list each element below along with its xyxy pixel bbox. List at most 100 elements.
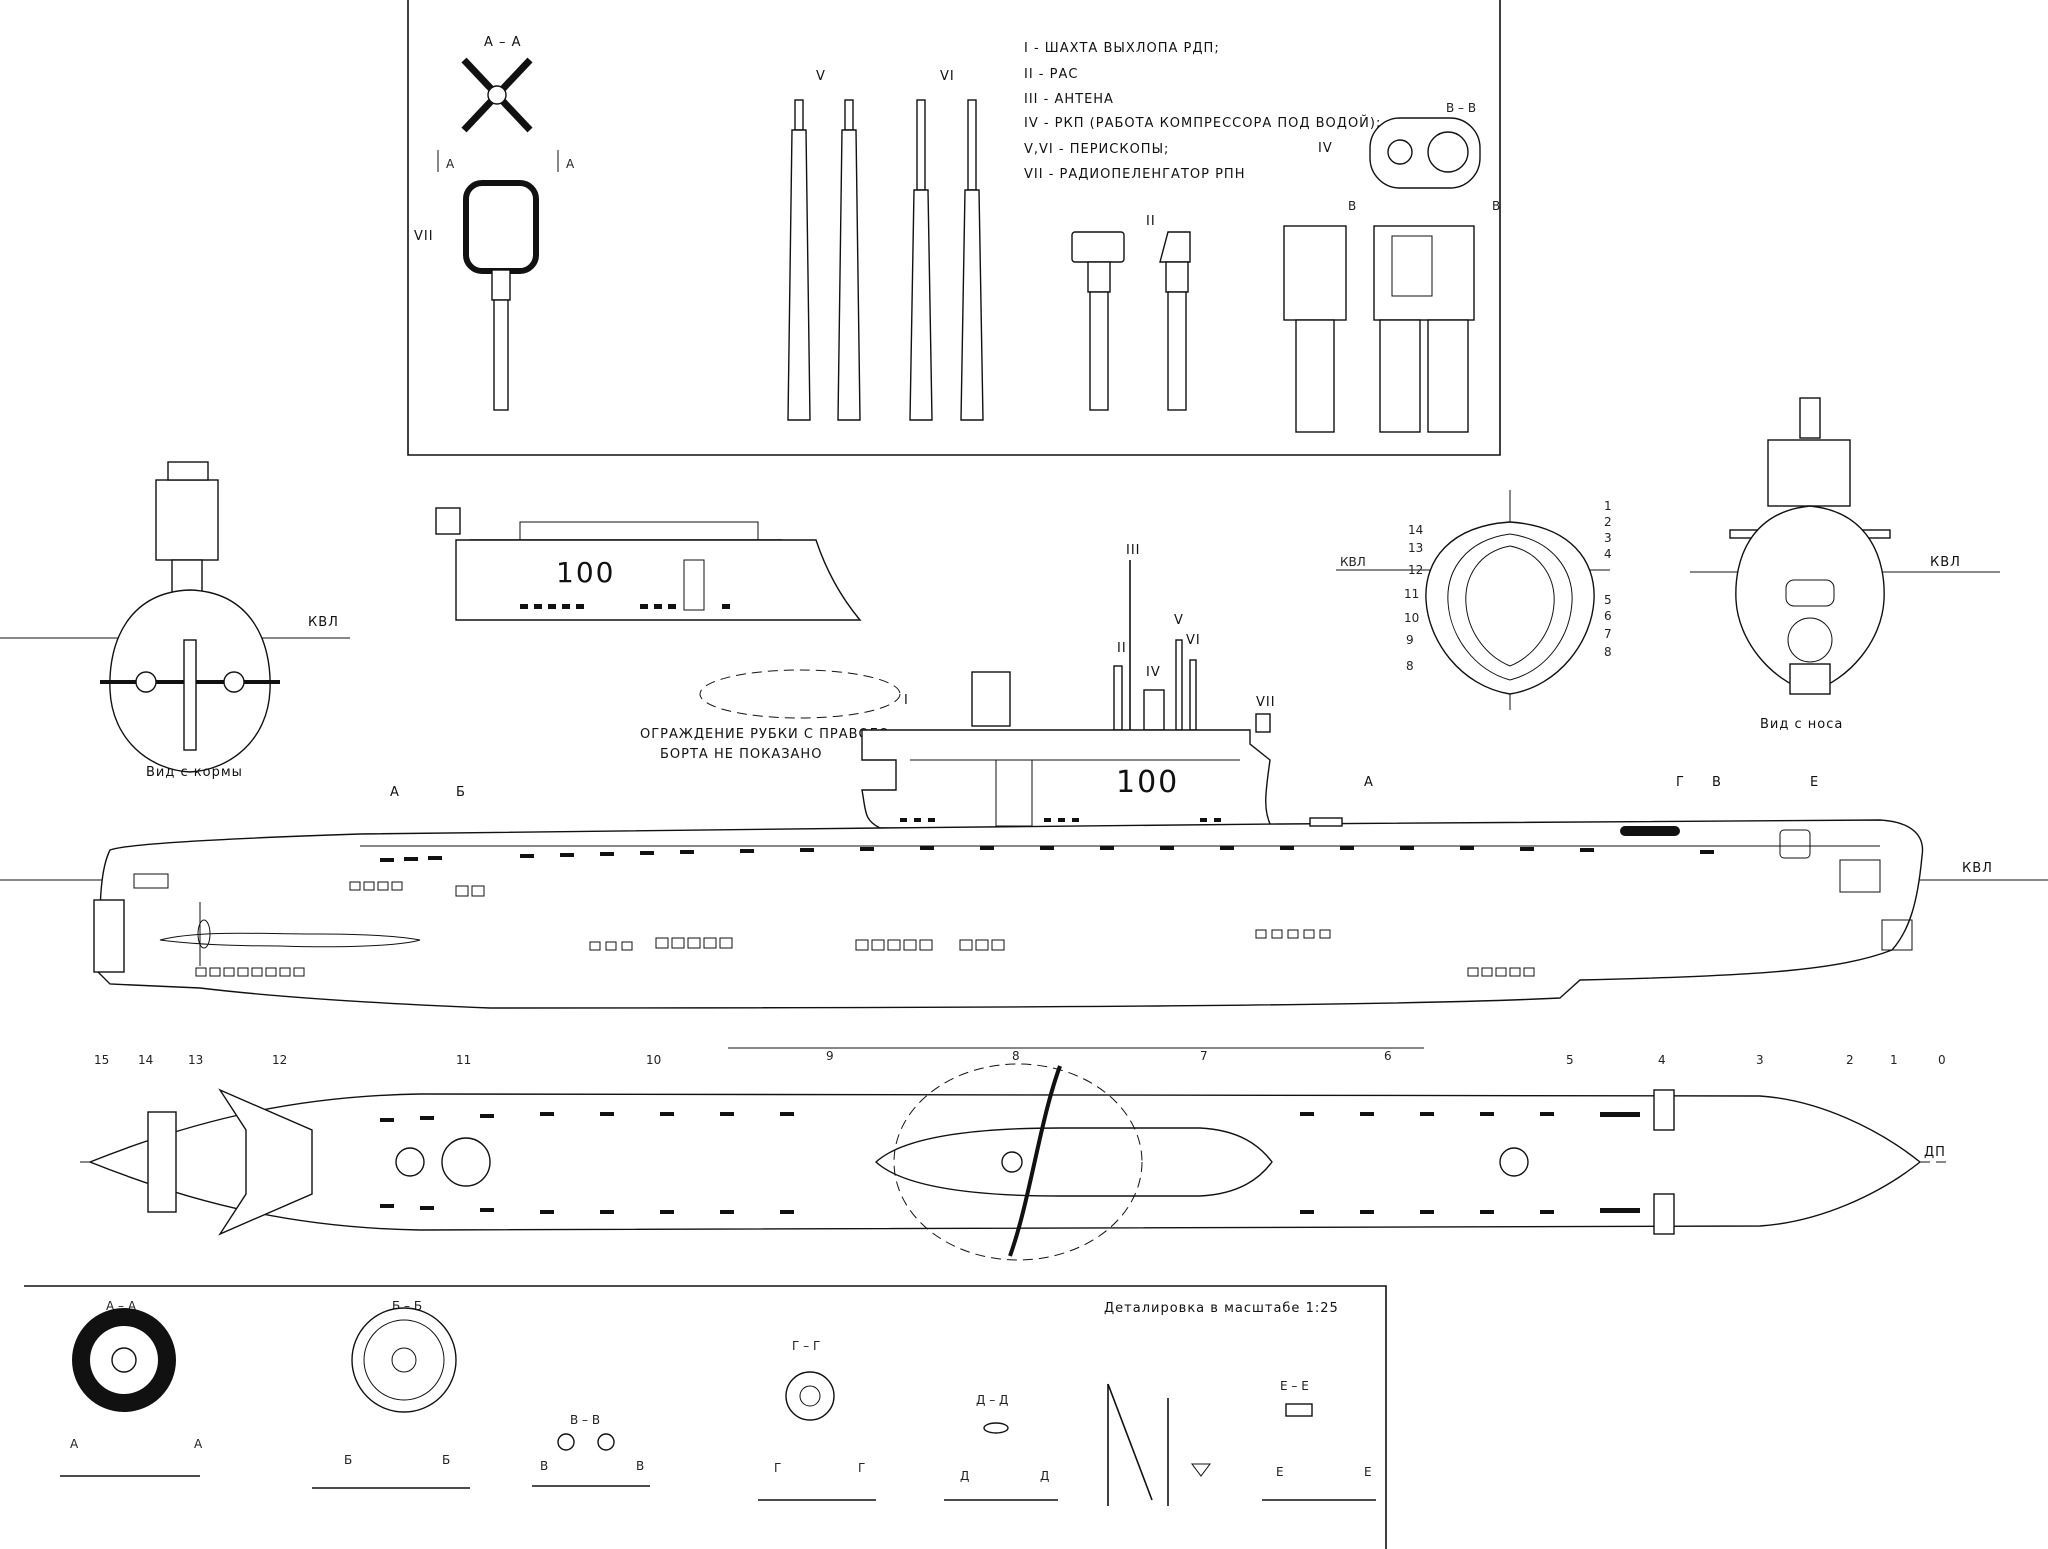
frame-numbers: 15 14 13 12 11 10 9 8 7 6 5 4 3 2 1 0 bbox=[94, 1047, 1946, 1067]
station-number: 6 bbox=[1604, 609, 1612, 623]
station-number: 3 bbox=[1604, 531, 1612, 545]
sail-detail-view: 100 bbox=[435, 507, 862, 621]
detail-cut-label: Б bbox=[344, 1453, 352, 1467]
rkp-mast-side bbox=[1373, 225, 1475, 433]
bow-view: КВЛ Вид с носа bbox=[1690, 397, 2000, 732]
frame-number: 9 bbox=[826, 1049, 834, 1063]
bow-plane-bottom bbox=[1653, 1193, 1675, 1235]
legend-item: V,VI - ПЕРИСКОПЫ; bbox=[1024, 142, 1169, 157]
body-plan-left-numbers: 14 13 12 11 10 9 8 bbox=[1404, 523, 1423, 673]
station-number: 5 bbox=[1604, 593, 1612, 607]
detail-cut-label: Д bbox=[960, 1469, 969, 1483]
periscope-vi bbox=[1189, 659, 1197, 731]
mast-label: III bbox=[1126, 543, 1141, 558]
detail-cut-label: Г bbox=[774, 1461, 781, 1475]
body-plan-waterline-label: КВЛ bbox=[1340, 555, 1366, 569]
cut-v-right: В bbox=[1492, 199, 1500, 213]
side-note-line1: ОГРАЖДЕНИЕ РУБКИ С ПРАВОГО bbox=[640, 727, 890, 742]
mast-label: IV bbox=[1146, 665, 1161, 680]
side-markers: А Б А Г В Е bbox=[390, 775, 1818, 800]
legend-item: IV - РКП (РАБОТА КОМПРЕССОРА ПОД ВОДОЙ); bbox=[1024, 115, 1381, 131]
stern-view-caption: Вид с кормы bbox=[146, 765, 243, 780]
mast-labels: I II III IV V VI VII bbox=[904, 543, 1275, 710]
periscope-vi-side bbox=[960, 99, 984, 421]
frame-number: 7 bbox=[1200, 1049, 1208, 1063]
station-number: 9 bbox=[1406, 633, 1414, 647]
periscope-v bbox=[1175, 639, 1183, 731]
periscope-v-side bbox=[837, 99, 861, 421]
details-title: Деталировка в масштабе 1:25 bbox=[1104, 1301, 1339, 1316]
detail-cut-label: В bbox=[636, 1459, 644, 1473]
frame-number: 14 bbox=[138, 1053, 153, 1067]
detail-section-label: Г – Г bbox=[792, 1339, 820, 1353]
bow-view-caption: Вид с носа bbox=[1760, 717, 1843, 732]
label-ii-top: II bbox=[1146, 214, 1156, 229]
mast-label: II bbox=[1117, 641, 1127, 656]
detail-cut-label: А bbox=[70, 1437, 79, 1451]
radar-mast-front bbox=[1071, 231, 1125, 411]
rkp-mast-iv bbox=[1143, 689, 1165, 731]
detail-cut-label: Д bbox=[1040, 1469, 1049, 1483]
side-marker: Г bbox=[1676, 775, 1685, 790]
details-frame bbox=[24, 1285, 1387, 1549]
cut-v-left: В bbox=[1348, 199, 1356, 213]
loop-antenna-base bbox=[491, 269, 511, 301]
station-number: 11 bbox=[1404, 587, 1419, 601]
station-number: 7 bbox=[1604, 627, 1612, 641]
legend-item: III - АНТЕНА bbox=[1024, 92, 1114, 107]
detail-section-label: Д – Д bbox=[976, 1393, 1008, 1407]
station-number: 2 bbox=[1604, 515, 1612, 529]
station-number: 12 bbox=[1408, 563, 1423, 577]
stern-hydroplane bbox=[159, 932, 421, 948]
mast-label: V bbox=[1174, 613, 1184, 628]
loop-antenna-mast bbox=[493, 299, 509, 411]
detail-cut-label: Б bbox=[442, 1453, 450, 1467]
detail-cut-label: А bbox=[194, 1437, 203, 1451]
detail-cut-label: Е bbox=[1364, 1465, 1372, 1479]
side-waterline-label: КВЛ bbox=[1962, 861, 1993, 876]
body-plan-right-numbers: 1 2 3 4 5 6 7 8 bbox=[1604, 499, 1612, 659]
frame-number: 8 bbox=[1012, 1049, 1020, 1063]
label-v-top: V bbox=[816, 69, 826, 84]
stern-planes bbox=[218, 1088, 313, 1236]
label-vii-top: VII bbox=[414, 229, 434, 244]
side-marker: Б bbox=[456, 785, 466, 800]
station-number: 4 bbox=[1604, 547, 1612, 561]
cut-a-right: А bbox=[566, 157, 575, 171]
detail-section-label: Е – Е bbox=[1280, 1379, 1309, 1393]
frame-number: 11 bbox=[456, 1053, 471, 1067]
stern-rudder bbox=[93, 899, 125, 973]
label-vi-top: VI bbox=[940, 69, 955, 84]
cut-a-left: А bbox=[446, 157, 455, 171]
bow-plane-top bbox=[1653, 1089, 1675, 1131]
plan-view: ДП bbox=[80, 1063, 1950, 1261]
frame-number: 3 bbox=[1756, 1053, 1764, 1067]
detail-fitting-gg bbox=[785, 1371, 835, 1421]
frame-number: 0 bbox=[1938, 1053, 1946, 1067]
hatch-icon bbox=[1499, 1147, 1529, 1177]
legend-item: I - ШАХТА ВЫХЛОПА РДП; bbox=[1024, 41, 1220, 56]
submarine-hull bbox=[97, 819, 1924, 1009]
frame-number: 5 bbox=[1566, 1053, 1574, 1067]
deck-slots bbox=[380, 826, 1714, 862]
frame-number: 6 bbox=[1384, 1049, 1392, 1063]
side-note-line2: БОРТА НЕ ПОКАЗАНО bbox=[660, 747, 822, 762]
legend: I - ШАХТА ВЫХЛОПА РДП; II - РАС III - АН… bbox=[1024, 41, 1381, 182]
sail-detail-body bbox=[455, 539, 862, 621]
station-number: 13 bbox=[1408, 541, 1423, 555]
frame-number: 10 bbox=[646, 1053, 661, 1067]
loop-antenna-frame bbox=[463, 180, 539, 274]
periscope-vi-front bbox=[909, 99, 933, 421]
plan-deck-slots bbox=[380, 1112, 1640, 1214]
radar-mast-side bbox=[1159, 231, 1191, 411]
detail-cut-label: В bbox=[540, 1459, 548, 1473]
detail-hatch-bb bbox=[351, 1307, 457, 1413]
detail-section-label: В – В bbox=[570, 1413, 600, 1427]
frame-number: 1 bbox=[1890, 1053, 1898, 1067]
frame-number: 12 bbox=[272, 1053, 287, 1067]
plan-rudder bbox=[147, 1111, 177, 1213]
top-section-vv-label: В – В bbox=[1446, 101, 1476, 115]
legend-item: II - РАС bbox=[1024, 67, 1078, 82]
body-plan: КВЛ 14 13 12 11 10 9 8 1 2 3 4 5 6 7 8 bbox=[1336, 490, 1612, 710]
